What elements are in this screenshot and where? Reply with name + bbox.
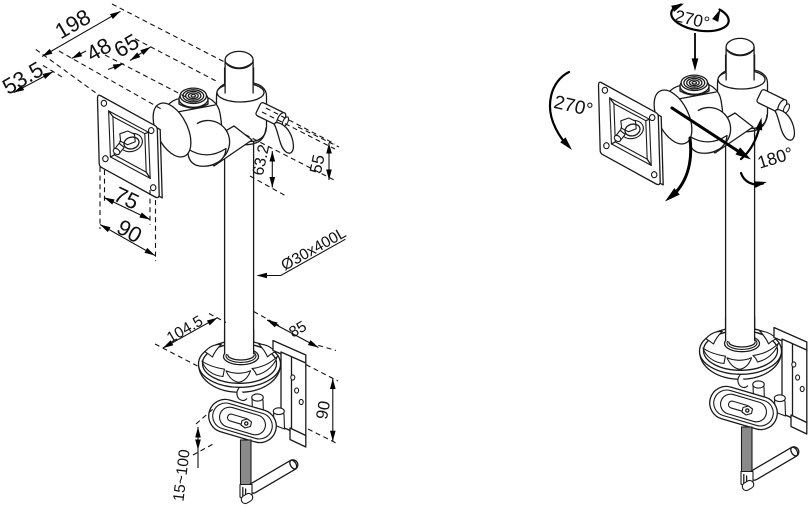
svg-text:63.2: 63.2: [250, 143, 273, 177]
svg-text:15~100: 15~100: [170, 448, 193, 502]
svg-text:90: 90: [313, 400, 334, 421]
svg-text:85: 85: [286, 318, 309, 341]
svg-text:55: 55: [306, 153, 329, 175]
